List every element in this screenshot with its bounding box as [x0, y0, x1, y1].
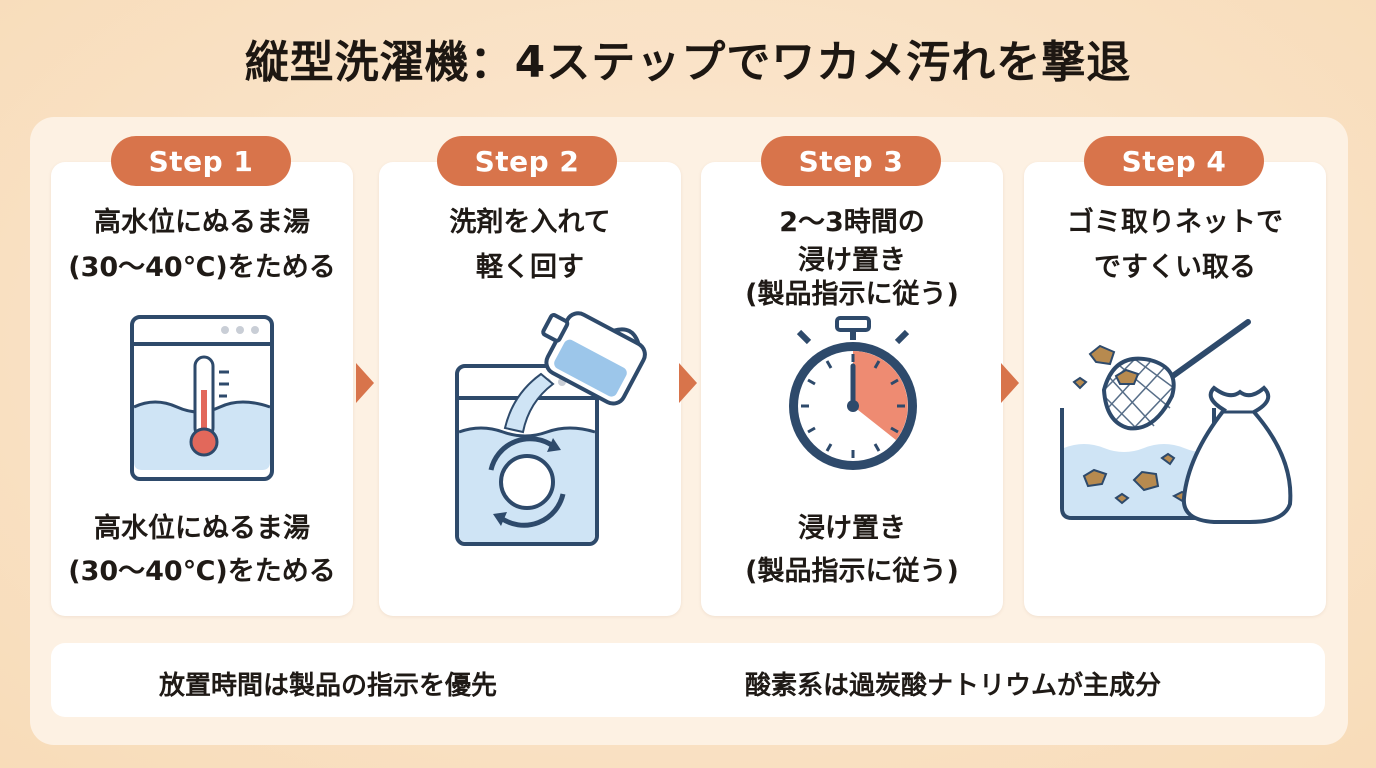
page-title: 縦型洗濯機：4ステップでワカメ汚れを撃退	[244, 37, 1132, 88]
step-3-extra-line-2: (製品指示に従う)	[745, 556, 959, 587]
step-1-card: 高水位にぬるま湯 (30〜40℃)をためる 高水位にぬるま湯 (30〜40℃)を…	[51, 162, 353, 616]
step-1-text-line-2: (30〜40℃)をためる	[68, 252, 336, 283]
step-3-text-line-3: (製品指示に従う)	[745, 279, 959, 310]
notes-bar: 放置時間は製品の指示を優先 酸素系は過炭酸ナトリウムが主成分	[51, 643, 1325, 717]
step-2-text-line-1: 洗剤を入れて	[449, 207, 611, 238]
step-4-text-line-1: ゴミ取りネットで	[1067, 207, 1283, 238]
step-2-card: 洗剤を入れて 軽く回す	[379, 162, 681, 616]
step-1-extra-line-2: (30〜40℃)をためる	[68, 556, 336, 587]
step-3-badge: Step 3	[761, 136, 941, 186]
step-1-text-line-1: 高水位にぬるま湯	[94, 207, 310, 238]
step-3-text-line-1: 2〜3時間の	[779, 207, 925, 238]
step-4-text-line-2: ですくい取る	[1094, 252, 1256, 283]
step-3-extra-line-1: 浸け置き	[798, 513, 906, 544]
step-3-text-line-2: 浸け置き	[798, 245, 906, 276]
washing-machine-thermometer-icon	[130, 315, 274, 481]
step-1-badge: Step 1	[111, 136, 291, 186]
chevron-right-icon	[1001, 363, 1019, 403]
step-2-badge: Step 2	[437, 136, 617, 186]
detergent-pour-icon	[455, 311, 647, 546]
chevron-right-icon	[356, 363, 374, 403]
step-4-card: ゴミ取りネットで ですくい取る	[1024, 162, 1326, 616]
step-2-text-line-2: 軽く回す	[476, 252, 584, 283]
chevron-right-icon	[679, 363, 697, 403]
step-1-extra-line-1: 高水位にぬるま湯	[94, 513, 310, 544]
stopwatch-icon	[789, 316, 917, 470]
step-4-badge: Step 4	[1084, 136, 1264, 186]
net-scoop-icon	[1060, 319, 1293, 524]
note-1: 放置時間は製品の指示を優先	[159, 671, 498, 701]
note-2: 酸素系は過炭酸ナトリウムが主成分	[745, 671, 1162, 701]
step-3-card: 2〜3時間の 浸け置き (製品指示に従う) 浸け置き (製品指示に従う)	[701, 162, 1003, 616]
